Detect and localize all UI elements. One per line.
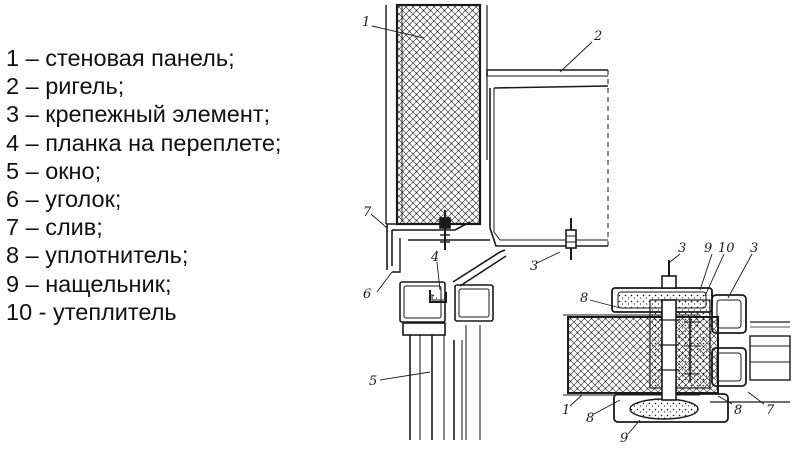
callout-seal-bottom-right: 8: [734, 403, 742, 418]
vertical-section-drawing: [370, 3, 609, 440]
callout-fastener-right: 3: [750, 241, 758, 256]
fastener-bolt-right: [565, 218, 577, 260]
callout-rigel: 2: [593, 29, 602, 44]
legend-item-2: 2 – ригель;: [6, 73, 125, 100]
legend-list: 1 – стеновая панель; 2 – ригель; 3 – кре…: [6, 44, 281, 326]
callout-seal-bottom-left: 8: [586, 411, 594, 426]
angle-shape: [392, 238, 507, 287]
rigel-shape: [486, 69, 609, 250]
insulation-shape: [649, 299, 711, 389]
callout-strip: 4: [430, 250, 439, 265]
window-profile-shape: [710, 294, 791, 403]
callout-drip-bottom: 7: [766, 403, 775, 418]
legend-item-6: 6 – уголок;: [6, 186, 122, 213]
leader-lines-left: [370, 25, 593, 381]
callout-seal-top: 8: [580, 291, 588, 306]
callout-fastener-left: 3: [530, 259, 538, 274]
legend-item-1: 1 – стеновая панель;: [6, 45, 235, 71]
legend-item-8: 8 – уплотнитель;: [6, 242, 189, 269]
legend-item-3: 3 – крепежный элемент;: [6, 101, 271, 128]
callout-insulation: 10: [718, 241, 735, 256]
wall-panel-shape: [385, 3, 488, 226]
bottom-cover-shape: [613, 393, 729, 423]
callout-angle: 6: [363, 287, 371, 302]
callout-cover-bottom: 9: [620, 431, 628, 446]
legend-item-10: 10 - утеплитель: [6, 298, 177, 325]
horizontal-section-drawing: [563, 253, 791, 435]
callout-cover-top: 9: [704, 241, 712, 256]
callout-fastener-top: 3: [678, 241, 686, 256]
legend-item-9: 9 – нащельник;: [6, 270, 172, 297]
callout-drip-top: 7: [363, 205, 372, 220]
legend-item-7: 7 – слив;: [6, 214, 103, 241]
legend-item-4: 4 – планка на переплете;: [6, 129, 282, 156]
fastener-rod-shape: [659, 299, 700, 401]
callout-panel: 1: [362, 15, 370, 30]
callout-labels: 1 2 7 4 3 6 5 3 9 10 3 8 1 8 9 8 7: [362, 15, 775, 446]
callout-window: 5: [369, 374, 377, 389]
legend-item-5: 5 – окно;: [6, 157, 102, 184]
callout-panel-bottom: 1: [562, 403, 570, 418]
window-frame-shape: [399, 281, 494, 440]
leader-lines-right: [569, 253, 765, 435]
